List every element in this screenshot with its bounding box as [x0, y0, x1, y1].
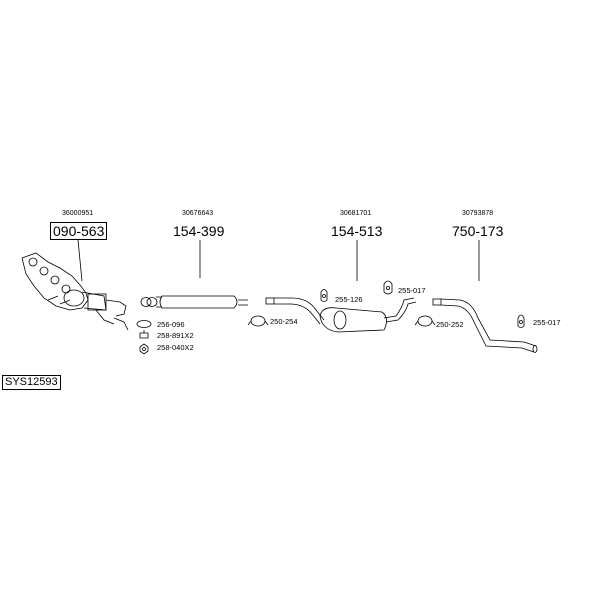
- oe-number-label: 30793878: [462, 210, 494, 217]
- rear-silencer-part[interactable]: [265, 297, 417, 333]
- front-silencer-part[interactable]: [140, 295, 248, 309]
- rubber-mount-icon: [517, 314, 525, 328]
- fitting-code-rubber-mount[interactable]: 255-017: [398, 286, 426, 295]
- oe-number-label: 30676643: [182, 210, 214, 217]
- part-number-link[interactable]: 750-173: [452, 223, 504, 239]
- nut-icon: [139, 343, 149, 355]
- system-code-label: SYS12593: [2, 375, 61, 390]
- rubber-mount-icon: [320, 289, 328, 302]
- rubber-mount-icon: [383, 280, 393, 295]
- part-number-button[interactable]: 090-563: [50, 222, 108, 240]
- fitting-code-rubber-mount[interactable]: 255-126: [335, 295, 363, 304]
- clamp-icon: [414, 315, 436, 327]
- part-number-link[interactable]: 154-399: [173, 223, 225, 239]
- tail-pipe-part[interactable]: [432, 298, 538, 353]
- oe-number-label: 36000951: [62, 210, 94, 217]
- fitting-code-nut[interactable]: 258-040X2: [157, 343, 194, 352]
- part-number-link[interactable]: 154-513: [331, 223, 383, 239]
- fitting-code-gasket[interactable]: 256-096: [157, 320, 185, 329]
- catalytic-converter-part[interactable]: [21, 252, 129, 331]
- clamp-icon: [247, 315, 269, 327]
- fitting-code-clamp[interactable]: 250-252: [436, 320, 464, 329]
- fitting-code-bolt[interactable]: 258-891X2: [157, 331, 194, 340]
- fitting-code-clamp[interactable]: 250-254: [270, 317, 298, 326]
- oe-number-label: 30681701: [340, 210, 372, 217]
- fitting-code-rubber-mount[interactable]: 255-017: [533, 318, 561, 327]
- leader-line-090-563: [77, 239, 83, 282]
- bolt-icon: [139, 330, 149, 339]
- gasket-icon: [136, 320, 152, 328]
